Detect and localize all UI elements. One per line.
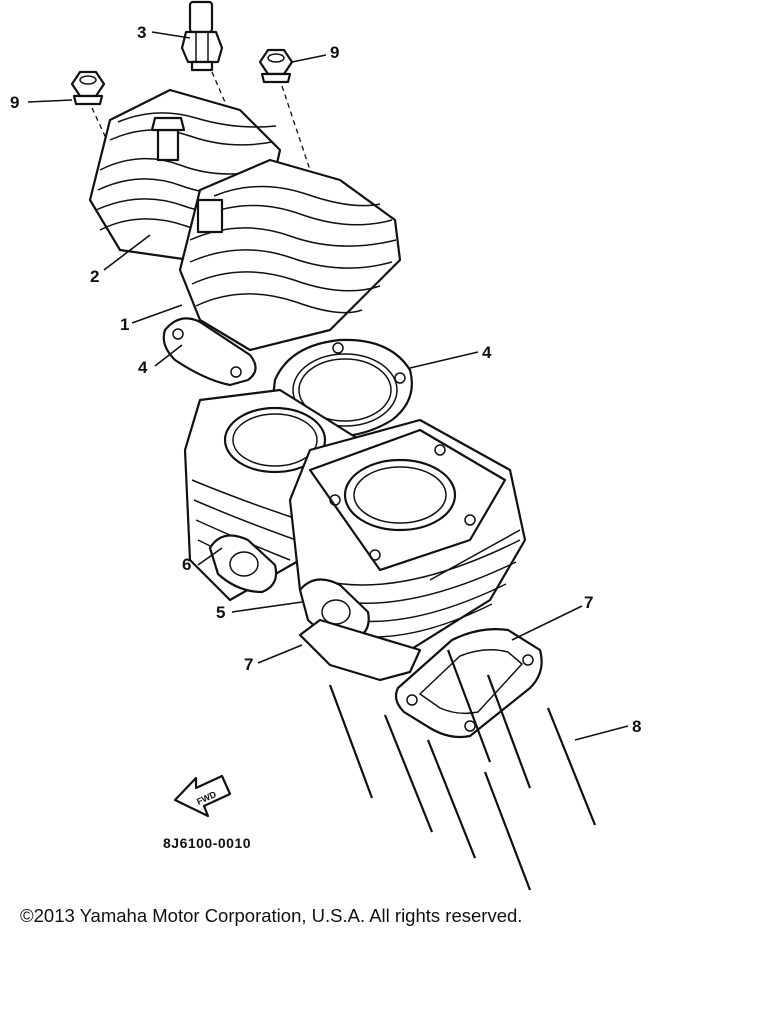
stud: [483, 771, 532, 891]
exhaust-port-gasket-upper: [208, 534, 278, 594]
callout-4-left: 4: [138, 358, 148, 377]
assembly-line-plug: [211, 71, 281, 231]
stud: [446, 649, 492, 763]
callout-6: 6: [182, 555, 191, 574]
callout-2: 2: [90, 267, 99, 286]
stud: [328, 684, 374, 799]
base-gasket-left: [298, 618, 422, 682]
cap-nut-left: [70, 70, 106, 106]
callout-7-right: 7: [584, 593, 593, 612]
callout-1: 1: [120, 315, 129, 334]
spark-plug-top: [180, 0, 224, 72]
base-gasket-right: [394, 628, 543, 739]
cylinder-studs: [328, 649, 597, 891]
head-gasket-left: [162, 317, 257, 387]
callout-4-right: 4: [482, 343, 492, 362]
callout-5: 5: [216, 603, 225, 622]
cap-nut-right: [258, 48, 294, 84]
stud: [486, 674, 532, 789]
callout-7-left: 7: [244, 655, 253, 674]
stud: [383, 714, 434, 833]
leader-lines: [27, 31, 629, 741]
forward-arrow-icon: FWD: [173, 774, 232, 818]
stud: [426, 739, 477, 859]
callout-3: 3: [137, 23, 146, 42]
callout-9-right: 9: [330, 43, 339, 62]
cylinder-exploded-diagram: 3 9 9 2 1 4 4 6 5 7 7 8 FWD: [10, 0, 641, 891]
cylinder-head-right: [178, 158, 402, 352]
callout-8: 8: [632, 717, 641, 736]
copyright-notice: ©2013 Yamaha Motor Corporation, U.S.A. A…: [20, 905, 523, 926]
drawing-code: 8J6100-0010: [163, 835, 252, 851]
stud: [546, 707, 597, 826]
callout-9-left: 9: [10, 93, 19, 112]
